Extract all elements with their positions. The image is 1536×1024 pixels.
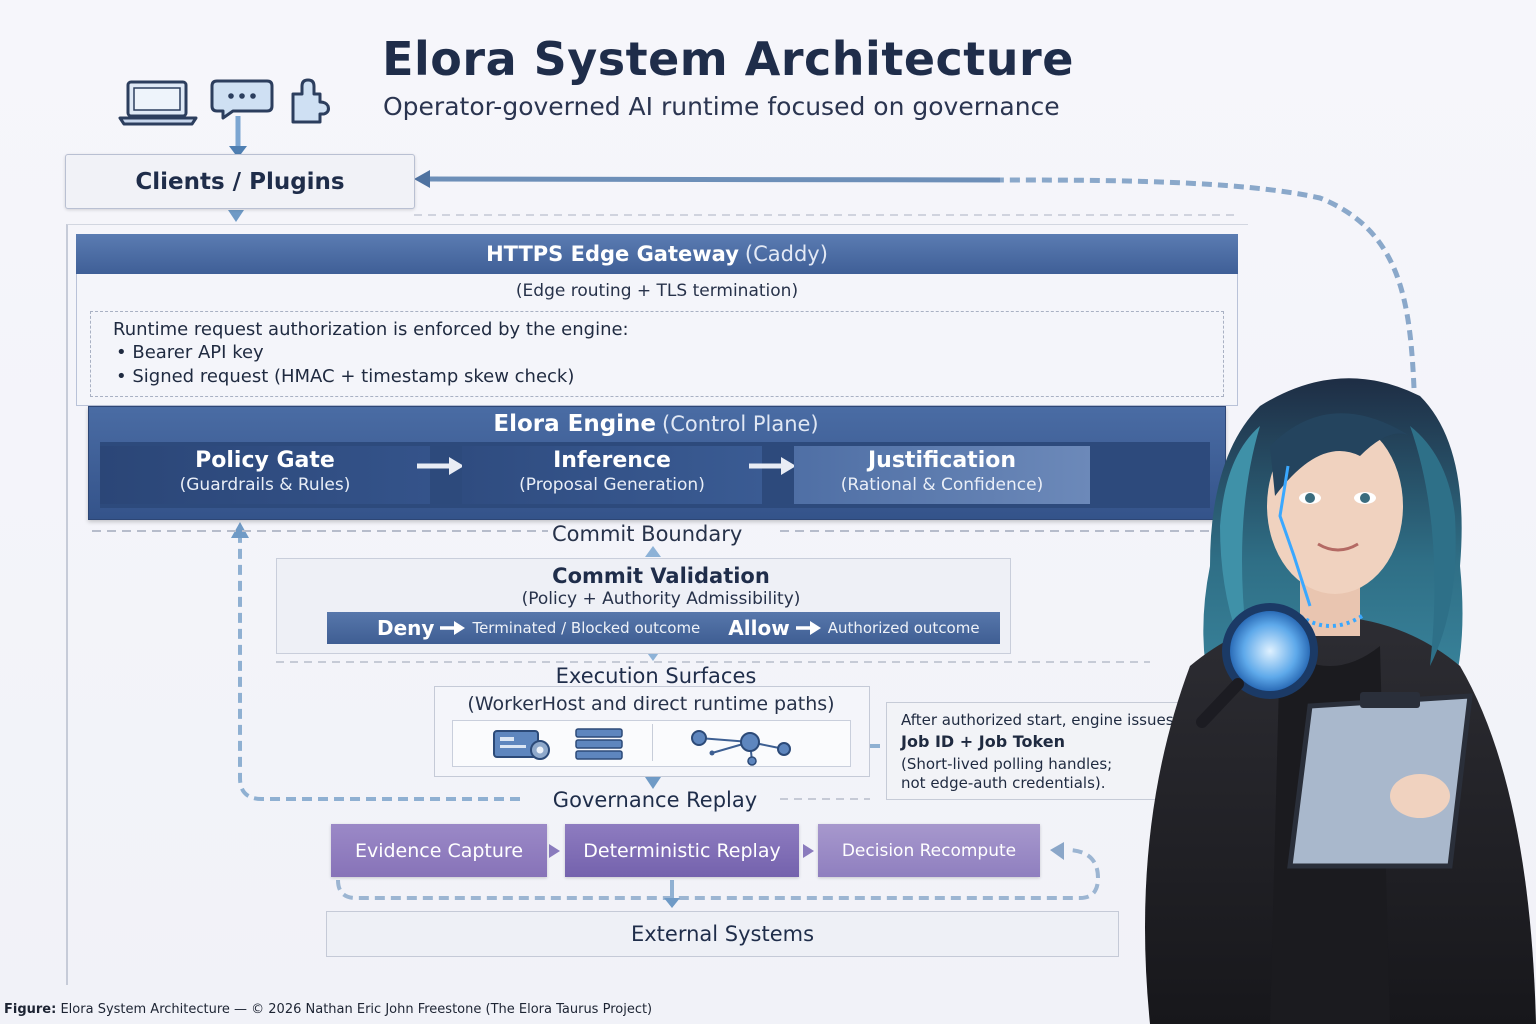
- gateway-name: HTTPS Edge Gateway: [486, 242, 739, 266]
- gateway-header: HTTPS Edge Gateway (Caddy): [76, 234, 1238, 274]
- engine-title: Elora Engine(Control Plane): [88, 411, 1224, 437]
- engine-role: (Control Plane): [662, 412, 819, 436]
- auth-box: [90, 311, 1224, 397]
- note-line-1: After authorized start, engine issues:: [901, 711, 1179, 729]
- arrow-right-icon: [795, 621, 821, 635]
- chat-bubble-icon: [210, 79, 274, 120]
- diagram-title: Elora System Architecture: [382, 32, 1074, 86]
- job-token-note: [886, 702, 1183, 800]
- icons-divider: [652, 724, 653, 761]
- external-systems-box: External Systems: [326, 911, 1119, 957]
- connector-replay-to-engine: [238, 538, 520, 801]
- caption-prefix: Figure:: [4, 1002, 57, 1017]
- worker-gear-icon: [493, 730, 550, 760]
- connector-clients-to-gateway: [228, 210, 244, 222]
- bullet-icon: •: [116, 366, 133, 387]
- note-line-2: Job ID + Job Token: [901, 732, 1065, 751]
- commit-validation-title: Commit Validation: [552, 564, 770, 588]
- stage-detail: (Proposal Generation): [519, 475, 705, 495]
- character-illustration: [1145, 378, 1536, 1024]
- stage-name: Justification: [867, 448, 1017, 473]
- note-line-3: (Short-lived polling handles;: [901, 755, 1113, 773]
- stage-name: Policy Gate: [195, 448, 335, 473]
- deny-outcome: Terminated / Blocked outcome: [472, 619, 701, 637]
- note-line-4: not edge-auth credentials).: [901, 774, 1106, 792]
- deny-label: Deny: [377, 616, 435, 640]
- stage-justification: Justification (Rational & Confidence): [794, 446, 1090, 504]
- gateway-description: (Edge routing + TLS termination): [515, 281, 799, 301]
- clients-plugins-box: Clients / Plugins: [65, 154, 415, 209]
- figure-caption: Figure: Elora System Architecture — © 20…: [4, 1002, 652, 1017]
- governance-replay-title: Governance Replay: [552, 788, 758, 812]
- server-stack-icon: [575, 728, 623, 760]
- commit-outcome-bar: Deny Terminated / Blocked outcome Allow …: [327, 612, 1000, 644]
- stage-policy-gate: Policy Gate (Guardrails & Rules): [100, 446, 430, 504]
- stage-detail: (Rational & Confidence): [840, 475, 1044, 495]
- arrow-right-icon: [415, 454, 465, 485]
- main-frame: [66, 224, 1248, 985]
- arrow-right-icon: [440, 621, 466, 635]
- connector-return-to-clients: [999, 177, 1417, 389]
- arrow-right-icon: [747, 454, 797, 485]
- puzzle-piece-icon: [291, 78, 330, 124]
- engine-name: Elora Engine: [493, 411, 657, 437]
- auth-item-bearer: • Bearer API key: [116, 342, 264, 363]
- stage-detail: (Guardrails & Rules): [179, 475, 351, 495]
- laptop-icon: [118, 80, 198, 126]
- allow-outcome: Authorized outcome: [827, 619, 980, 637]
- execution-surfaces-subtitle: (WorkerHost and direct runtime paths): [467, 693, 835, 715]
- commit-boundary-label: Commit Boundary: [552, 522, 743, 546]
- execution-surfaces-title: Execution Surfaces: [555, 664, 757, 688]
- replay-stage-deterministic-replay: Deterministic Replay: [565, 824, 799, 877]
- node-graph-icon: [691, 730, 791, 766]
- stage-inference: Inference (Proposal Generation): [462, 446, 762, 504]
- replay-stage-evidence-capture: Evidence Capture: [331, 824, 547, 877]
- auth-title: Runtime request authorization is enforce…: [113, 319, 629, 340]
- stage-name: Inference: [553, 448, 671, 473]
- bullet-icon: •: [116, 342, 133, 363]
- auth-item-signed: • Signed request (HMAC + timestamp skew …: [116, 366, 575, 387]
- caption-text: Elora System Architecture — © 2026 Natha…: [60, 1002, 653, 1017]
- commit-validation-subtitle: (Policy + Authority Admissibility): [521, 589, 801, 609]
- gateway-impl: (Caddy): [744, 242, 828, 266]
- allow-label: Allow: [728, 616, 790, 640]
- diagram-subtitle: Operator-governed AI runtime focused on …: [383, 92, 1060, 121]
- replay-stage-decision-recompute: Decision Recompute: [818, 824, 1040, 877]
